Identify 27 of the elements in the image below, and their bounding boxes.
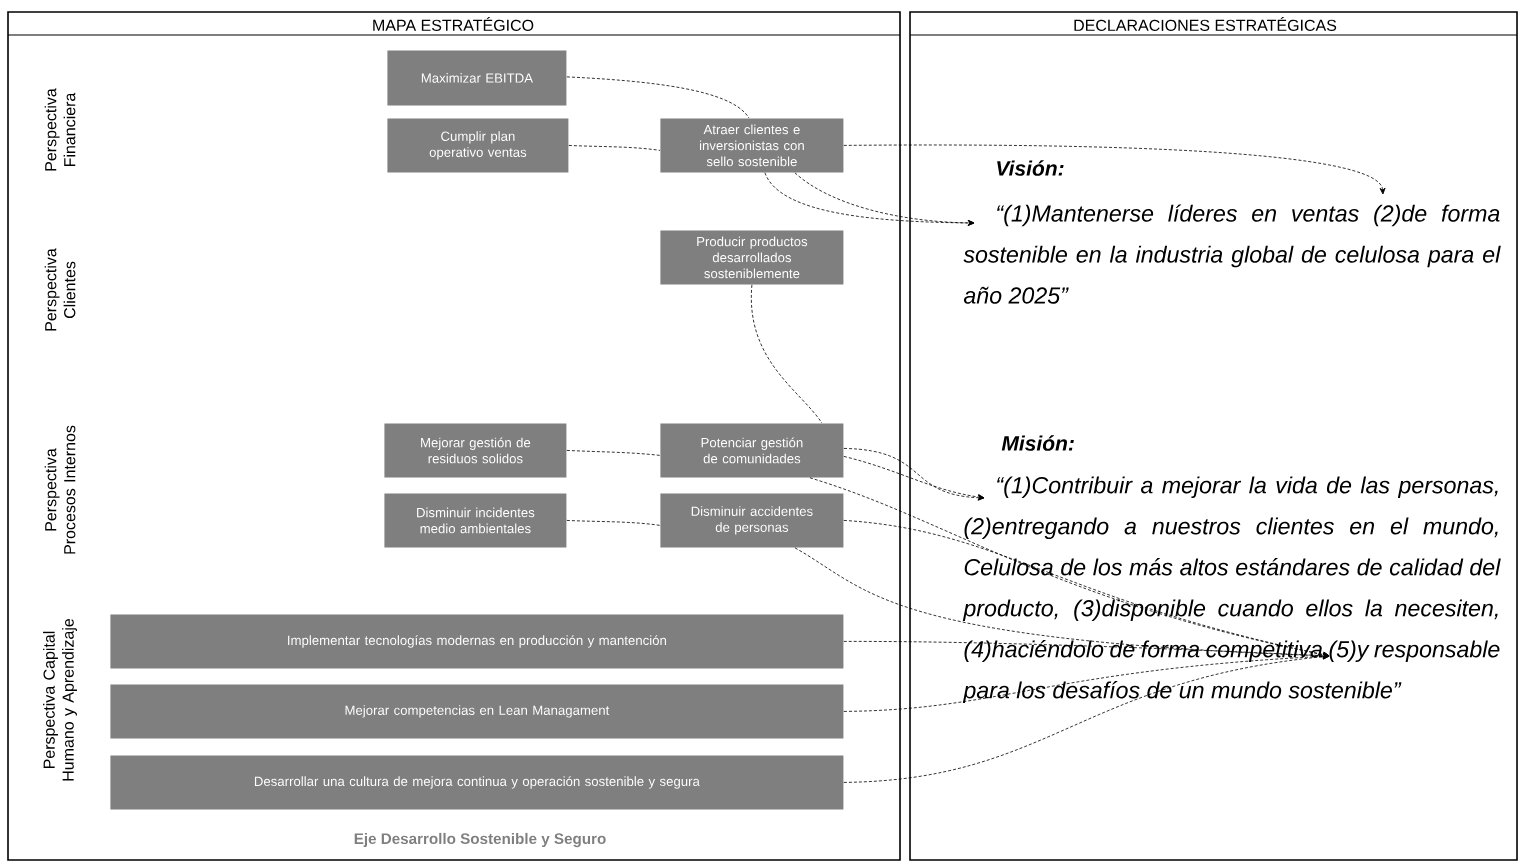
connector-arrow [843,653,1330,712]
column-header: DECLARACIONES ESTRATÉGICAS [1074,17,1337,31]
connector-arrow [843,653,1330,783]
connector-arrow [843,144,1386,195]
connector-arrow [843,456,985,500]
perspective-label: Perspectiva Procesos Internos [44,425,76,554]
objective-box: Disminuir incidentes medio ambientales [384,493,567,548]
axis-label: Eje Desarrollo Sostenible y Seguro [354,832,606,848]
connector-arrow [843,520,1330,658]
section-heading: Misión: [1001,435,1074,451]
connector-arrow [843,448,985,501]
objective-box: Cumplir plan operativo ventas [387,118,569,173]
objective-box: Disminuir accidentes de personas [660,493,844,548]
perspective-label: Perspectiva Capital Humano y Aprendizaje [43,618,77,781]
objective-box: Atraer clientes e inversionistas con sello sostenible [660,118,844,173]
section-heading: Visión: [997,160,1064,176]
perspective-label: Perspectiva Financiera [44,88,76,171]
statement-text: “(1)Mantenerse líderes en ventas (2)de forma sostenible en la industria global de celulosa para el año 2025” [963,204,1501,304]
objective-box: Potenciar gestión de comunidades [660,423,844,478]
objective-box: Producir productos desarrollados sosteniblemente [660,230,844,285]
objective-box: Implementar tecnologías modernas en producción y mantención [110,614,844,669]
objective-box: Maximizar EBITDA [387,50,567,106]
objective-box: Mejorar competencias en Lean Managament [110,684,844,739]
perspective-label: Perspectiva Clientes [44,248,76,331]
column-header: MAPA ESTRATÉGICO [373,17,534,31]
objective-box: Desarrollar una cultura de mejora continua y operación sostenible y segura [110,755,844,810]
objective-box: Mejorar gestión de residuos solidos [384,423,567,478]
